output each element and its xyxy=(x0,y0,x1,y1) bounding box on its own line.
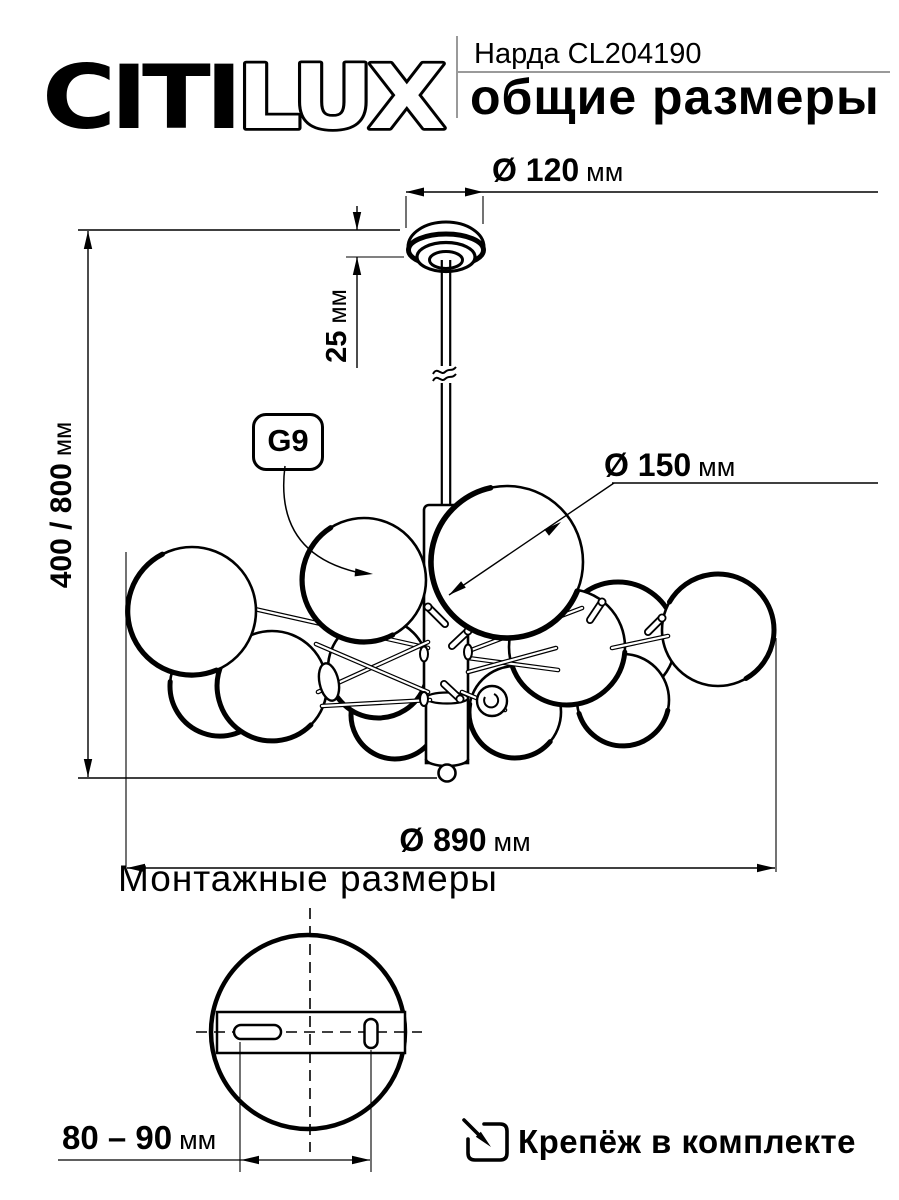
dimension-unit: мм xyxy=(698,452,736,482)
leader-lines xyxy=(283,465,878,596)
dimension-total-height: 400 / 800 мм xyxy=(45,400,79,610)
dimension-unit: мм xyxy=(49,421,77,457)
dimension-canopy-height: 25 мм xyxy=(321,261,353,391)
header-horizontal-divider xyxy=(456,71,890,73)
shade-cup xyxy=(317,662,341,702)
fasteners-note: Крепёж в комплекте xyxy=(518,1123,857,1160)
dimension-unit: мм xyxy=(179,1125,217,1155)
header-vertical-divider xyxy=(456,36,458,118)
dimension-value: Ø 890 xyxy=(399,822,487,858)
dimension-unit: мм xyxy=(586,157,624,187)
glass-balls-front xyxy=(125,484,585,678)
dimension-unit: мм xyxy=(324,289,352,324)
dimension-value: Ø 150 xyxy=(604,447,692,483)
dimension-arrowheads xyxy=(83,187,775,873)
page-subtitle: общие размеры xyxy=(470,69,880,125)
dimension-value: 80 – 90 xyxy=(62,1119,173,1156)
dimension-value: Ø 120 xyxy=(492,152,580,188)
ceiling-canopy xyxy=(406,220,486,274)
socket-type-badge: G9 xyxy=(252,413,324,471)
fasteners-included-icon xyxy=(462,1118,509,1162)
logo-part-citi: CITI xyxy=(42,46,237,144)
suspension-rod xyxy=(432,260,459,508)
mounting-plate-drawing xyxy=(58,908,422,1172)
column-flanges xyxy=(317,643,509,718)
mounting-slot-left xyxy=(232,1023,283,1041)
dimension-value: 25 xyxy=(321,330,353,363)
dimension-value: 400 / 800 xyxy=(45,463,78,589)
mounting-section-heading: Монтажные размеры xyxy=(118,858,498,899)
logo-part-lux: LUX xyxy=(237,46,445,144)
mounting-slot-right xyxy=(363,1017,379,1050)
small-ball xyxy=(475,684,509,718)
dimension-unit: мм xyxy=(493,827,531,857)
product-title: Нарда CL204190 xyxy=(474,38,702,70)
glass-balls-back xyxy=(167,571,777,762)
